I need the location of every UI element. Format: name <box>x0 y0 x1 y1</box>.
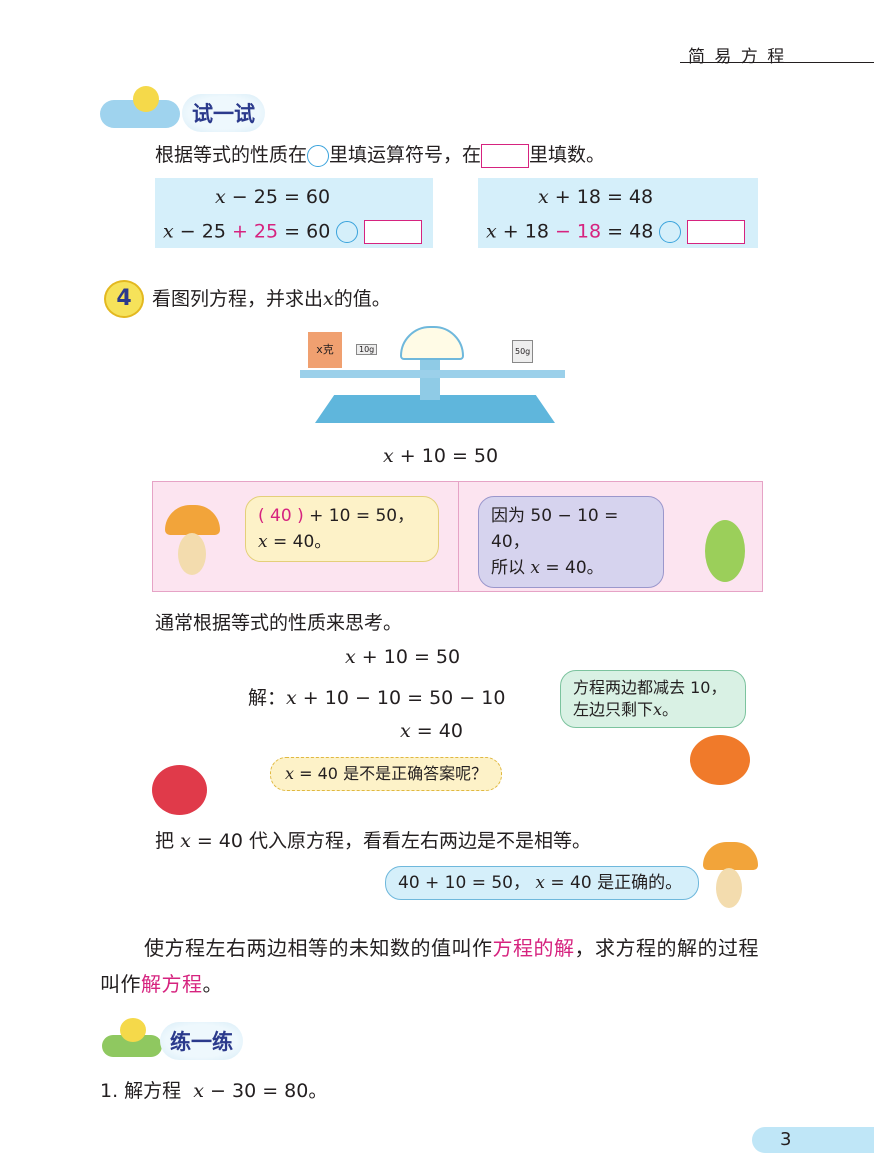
page-number: 3 <box>780 1129 792 1150</box>
equation: x − 25 + 25 = 60 <box>163 220 423 244</box>
instruction-text: 里填运算符号，在 <box>329 144 482 166</box>
section-title: 简 易 方 程 <box>688 47 787 67</box>
balance-scale-image: x克 10g 50g <box>290 320 575 425</box>
equation: x + 10 = 50 <box>383 445 499 467</box>
operator-blank[interactable] <box>336 221 359 243</box>
think-text: 通常根据等式的性质来思考。 <box>155 612 403 634</box>
methods-panel <box>152 481 763 592</box>
example-number: 4 <box>104 280 144 318</box>
pepper-character-icon <box>705 520 745 582</box>
lemon-character-icon <box>120 1018 146 1042</box>
solution-line-3: x = 40 <box>400 720 463 742</box>
check-text: 把 x = 40 代入原方程，看看左右两边是不是相等。 <box>155 830 592 852</box>
question-bubble: x = 40 是不是正确答案呢？ <box>270 757 503 791</box>
exercise-box-1: x − 25 = 60 x − 25 + 25 = 60 <box>155 178 433 248</box>
practice-badge: 练一练 <box>160 1022 243 1060</box>
check-bubble: 40 + 10 = 50， x = 40 是正确的。 <box>385 866 699 900</box>
tomato-character-icon <box>690 735 750 785</box>
page-number-tab: 3 <box>752 1127 874 1153</box>
square-icon <box>481 143 530 168</box>
instruction-text: 里填数。 <box>529 144 606 166</box>
term-solving: 解方程 <box>141 972 203 996</box>
solution-line-1: x + 10 = 50 <box>345 646 461 668</box>
mushroom-character-body <box>178 533 206 575</box>
speech-bubble-left: ( 40 ) + 10 = 50， x = 40。 <box>245 496 439 562</box>
equation: x − 25 = 60 <box>215 186 331 208</box>
mushroom-character-icon <box>165 505 220 535</box>
tip-bubble: 方程两边都减去 10， 左边只剩下x。 <box>560 670 746 728</box>
mushroom-character-icon <box>703 842 758 870</box>
term-solution: 方程的解 <box>492 936 575 960</box>
try-it-badge: 试一试 <box>182 94 265 132</box>
equation: x + 18 − 18 = 48 <box>486 220 746 244</box>
number-blank[interactable] <box>364 220 423 244</box>
equation: x + 18 = 48 <box>538 186 654 208</box>
solution-line-2: 解：x + 10 − 10 = 50 − 10 <box>248 687 506 709</box>
circle-icon <box>307 144 330 167</box>
practice-item-1: 1. 解方程 x − 30 = 80。 <box>100 1080 328 1102</box>
header-rule <box>680 62 874 63</box>
example-prompt: 看图列方程，并求出x的值。 <box>152 288 391 310</box>
radish-character-icon <box>152 765 207 815</box>
instruction: 根据等式的性质在里填运算符号，在 里填数。 <box>155 140 605 168</box>
instruction-text: 根据等式的性质在 <box>155 144 308 166</box>
operator-blank[interactable] <box>659 221 682 243</box>
exercise-box-2: x + 18 = 48 x + 18 − 18 = 48 <box>478 178 758 248</box>
motorbike-character-icon <box>102 1035 162 1057</box>
speech-bubble-right: 因为 50 − 10 = 40， 所以 x = 40。 <box>478 496 664 588</box>
definition-paragraph: 使方程左右两边相等的未知数的值叫作方程的解，求方程的解的过程叫作解方程。 <box>100 936 759 996</box>
mushroom-character-body <box>716 868 742 908</box>
number-blank[interactable] <box>687 220 746 244</box>
lemon-character-icon <box>133 86 159 112</box>
